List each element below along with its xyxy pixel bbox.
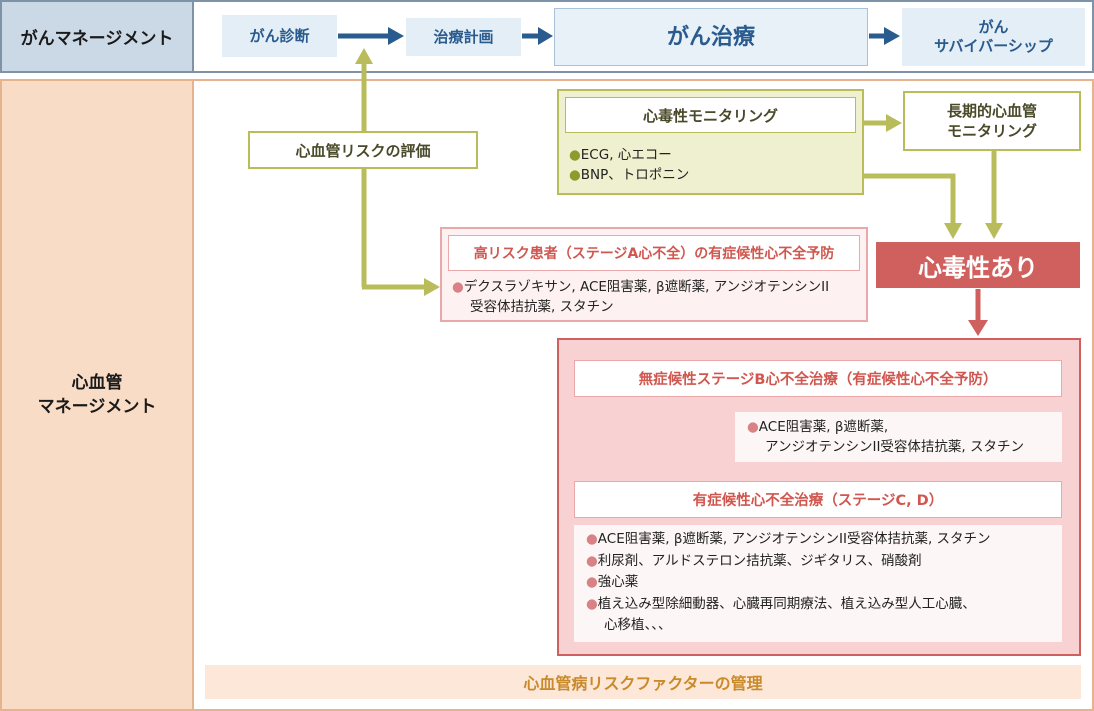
list-item: ●利尿剤、アルドステロン拮抗薬、ジギタリス、硝酸剤 — [586, 552, 922, 569]
list-item: ●強心薬 — [586, 574, 639, 590]
stage-cd-title: 有症候性心不全治療（ステージC, D） — [574, 481, 1062, 518]
high-risk-items: ●デクスラゾキサン, ACE阻害薬, β遮断薬, アンジオテンシンII 受容体拮… — [452, 277, 829, 317]
cardio-management-label: 心血管 マネージメント — [2, 81, 194, 709]
list-item: ●ACE阻害薬, β遮断薬, アンジオテンシンII受容体拮抗薬, スタチン — [586, 531, 991, 547]
arrowhead-to-high-risk — [424, 278, 440, 296]
arrowhead-monitoring-to-long-term — [886, 114, 902, 132]
stage-b-items: ●ACE阻害薬, β遮断薬, アンジオテンシンII受容体拮抗薬, スタチン — [735, 412, 1062, 462]
list-item-continuation: 心移植、、、 — [604, 617, 672, 633]
step-treatment-plan: 治療計画 — [406, 18, 521, 56]
list-item: ●ECG, 心エコー — [569, 147, 672, 163]
high-risk-panel: 高リスク患者（ステージA心不全）の有症候性心不全予防 ●デクスラゾキサン, AC… — [440, 227, 868, 322]
stage-cd-items: ●ACE阻害薬, β遮断薬, アンジオテンシンII受容体拮抗薬, スタチン ●利… — [574, 525, 1062, 642]
list-item: ●デクスラゾキサン, ACE阻害薬, β遮断薬, アンジオテンシンII — [452, 279, 830, 295]
list-item-continuation: 受容体拮抗薬, スタチン — [470, 299, 614, 315]
list-item-continuation: アンジオテンシンII受容体拮抗薬, スタチン — [765, 439, 1025, 455]
bullet-icon: ● — [586, 552, 598, 569]
arrowhead-risk-eval-up — [355, 48, 373, 64]
bullet-icon: ● — [569, 167, 581, 183]
cardio-management-band — [0, 79, 1094, 711]
monitoring-items: ●ECG, 心エコー ●BNP、トロポニン — [569, 145, 689, 185]
list-item: ●植え込み型除細動器、心臓再同期療法、植え込み型人工心臓、 — [586, 595, 976, 612]
arrowhead-toxicity-to-treatment — [968, 320, 988, 336]
step-cancer-diagnosis: がん診断 — [222, 15, 337, 57]
toxicity-monitoring-panel: 心毒性モニタリング ●ECG, 心エコー ●BNP、トロポニン — [557, 89, 864, 195]
arrowhead-plan-to-treatment — [538, 27, 553, 45]
arrowhead-diagnosis-to-plan — [388, 27, 404, 45]
arrowhead-long-term-to-toxicity — [985, 223, 1003, 239]
bullet-icon: ● — [747, 419, 759, 435]
arrowhead-treatment-to-survivorship — [884, 27, 900, 45]
stage-b-title: 無症候性ステージB心不全治療（有症候性心不全予防） — [574, 360, 1062, 397]
bullet-icon: ● — [586, 574, 598, 590]
list-item: ●BNP、トロポニン — [569, 167, 690, 183]
high-risk-title: 高リスク患者（ステージA心不全）の有症候性心不全予防 — [448, 235, 860, 271]
arrow-monitoring-to-toxicity — [864, 173, 956, 225]
risk-evaluation-box: 心血管リスクの評価 — [248, 131, 478, 169]
long-term-monitoring-box: 長期的心血管 モニタリング — [903, 91, 1081, 151]
cancer-management-label: がんマネージメント — [2, 2, 194, 71]
toxicity-monitoring-title: 心毒性モニタリング — [565, 97, 856, 133]
bullet-icon: ● — [452, 279, 464, 295]
bullet-icon: ● — [586, 595, 598, 612]
risk-factor-management-box: 心血管病リスクファクターの管理 — [205, 665, 1081, 699]
bullet-icon: ● — [569, 147, 581, 163]
bullet-icon: ● — [586, 531, 598, 547]
arrowhead-monitoring-to-toxicity — [944, 223, 962, 239]
list-item: ●ACE阻害薬, β遮断薬, — [747, 419, 889, 435]
step-cancer-treatment: がん治療 — [554, 8, 868, 66]
cardiotoxicity-box: 心毒性あり — [876, 242, 1080, 288]
step-survivorship: がん サバイバーシップ — [902, 8, 1085, 66]
